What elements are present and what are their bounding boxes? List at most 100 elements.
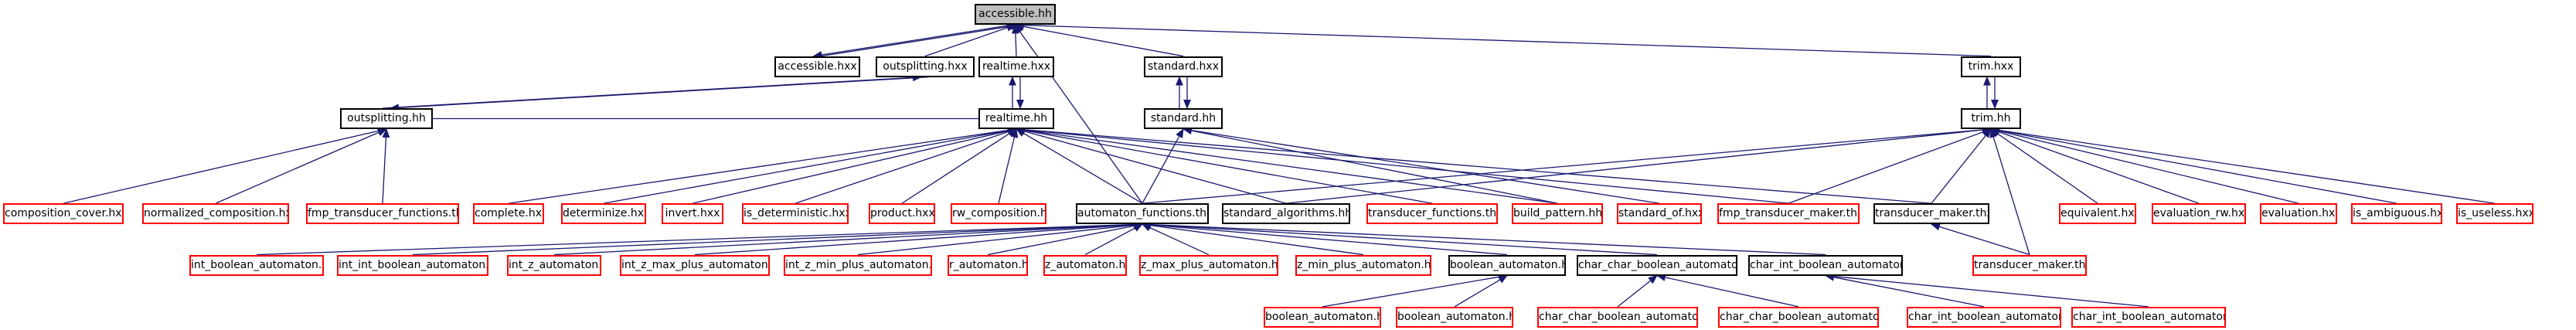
edge-build-pattern-hh-to-realtime-hh bbox=[1016, 126, 1558, 204]
node-composition-cover-hxx[interactable]: composition_cover.hxx bbox=[3, 203, 124, 225]
edge-boolean-automaton-hh-a-to-boolean-automaton-hh bbox=[1322, 273, 1508, 308]
edge-standard-algorithms-hh-to-trim-hh bbox=[1285, 126, 1992, 204]
node-equivalent-hxx[interactable]: equivalent.hxx bbox=[2059, 203, 2136, 225]
node-evaluation-hxx[interactable]: evaluation.hxx bbox=[2260, 203, 2337, 225]
edge-product-hxx-to-realtime-hh bbox=[901, 128, 1017, 204]
node-int-z-automaton-hh[interactable]: int_z_automaton.hh bbox=[507, 254, 601, 276]
edge-fmp-transducer-maker-thxx-to-trim-hh bbox=[1788, 128, 1992, 204]
edge-boolean-automaton-hh-to-automaton-functions-thh bbox=[1142, 221, 1508, 256]
node-standard-hxx[interactable]: standard.hxx bbox=[1144, 56, 1223, 77]
edge-automaton-functions-thh-to-accessible-hh bbox=[1014, 24, 1143, 204]
node-boolean-automaton-hh-b[interactable]: boolean_automaton.hh bbox=[1396, 306, 1513, 328]
node-char-char-boolean-automaton-hh-a[interactable]: char_char_boolean_automaton.hh bbox=[1537, 306, 1698, 328]
node-realtime-hxx[interactable]: realtime.hxx bbox=[978, 56, 1054, 77]
node-determinize-hxx[interactable]: determinize.hxx bbox=[561, 203, 646, 225]
node-int-boolean-automaton-hh[interactable]: int_boolean_automaton.hh bbox=[189, 254, 324, 276]
edge-standard-algorithms-hh-to-realtime-hh bbox=[1016, 128, 1287, 204]
edge-automaton-functions-thh-to-standard-hh bbox=[1142, 128, 1184, 204]
node-realtime-hh[interactable]: realtime.hh bbox=[978, 107, 1054, 129]
edge-int-z-max-plus-automaton-hh-to-automaton-functions-thh bbox=[694, 220, 1143, 256]
edge-int-int-boolean-automaton-hh-to-automaton-functions-thh bbox=[412, 220, 1143, 256]
node-outsplitting-hh[interactable]: outsplitting.hh bbox=[340, 107, 433, 129]
edge-int-boolean-automaton-hh-to-automaton-functions-thh bbox=[256, 220, 1143, 256]
node-int-int-boolean-automaton-hh[interactable]: int_int_boolean_automaton.hh bbox=[337, 254, 488, 276]
edge-z-min-plus-automaton-hh-to-automaton-functions-thh bbox=[1142, 221, 1364, 256]
edge-evaluation-rw-hxx-to-trim-hh bbox=[1990, 128, 2200, 204]
edge-transducer-maker-thxx-to-trim-hh bbox=[1931, 128, 1992, 204]
edge-int-z-min-plus-automaton-hh-to-automaton-functions-thh bbox=[857, 221, 1143, 256]
node-fmp-transducer-maker-thxx[interactable]: fmp_transducer_maker.thxx bbox=[1717, 203, 1860, 225]
edge-equivalent-hxx-to-trim-hh bbox=[1990, 128, 2098, 204]
edge-transducer-functions-thh-to-realtime-hh bbox=[1016, 126, 1433, 204]
node-product-hxx[interactable]: product.hxx bbox=[869, 203, 935, 225]
edge-composition-cover-hxx-to-outsplitting-hh bbox=[63, 127, 387, 204]
edge-accessible-hh-to-accessible-hxx bbox=[812, 24, 1012, 59]
node-standard-hh[interactable]: standard.hh bbox=[1144, 107, 1223, 129]
edge-trim-hxx-to-accessible-hh bbox=[1014, 21, 1992, 57]
edge-z-max-plus-automaton-hh-to-automaton-functions-thh bbox=[1142, 223, 1210, 256]
node-int-z-min-plus-automaton-hh[interactable]: int_z_min_plus_automaton.hh bbox=[784, 254, 932, 276]
node-char-int-boolean-automaton-hh-b[interactable]: char_int_boolean_automaton.hh bbox=[2071, 306, 2226, 328]
node-fmp-transducer-functions-thh[interactable]: fmp_transducer_functions.thh bbox=[306, 203, 459, 225]
node-r-automaton-hh[interactable]: r_automaton.hh bbox=[948, 254, 1028, 276]
node-standard-of-hxx[interactable]: standard_of.hxx bbox=[1617, 203, 1702, 225]
edge-char-int-boolean-automaton-hh-b-to-char-int-boolean-automaton-hh bbox=[1825, 272, 2149, 308]
node-char-char-boolean-automaton-hh-b[interactable]: char_char_boolean_automaton.hh bbox=[1718, 306, 1879, 328]
edge-outsplitting-hh-to-outsplitting-hxx bbox=[382, 73, 922, 109]
edge-char-char-boolean-automaton-hh-b-to-char-char-boolean-automaton-hh bbox=[1656, 274, 1799, 308]
node-trim-hh[interactable]: trim.hh bbox=[1961, 107, 2021, 129]
edge-r-automaton-hh-to-automaton-functions-thh bbox=[987, 222, 1143, 256]
edge-normalized-composition-hxx-to-outsplitting-hh bbox=[215, 128, 387, 204]
node-transducer-maker-thh[interactable]: transducer_maker.thh bbox=[1972, 254, 2087, 276]
edge-build-pattern-hh-to-standard-hh bbox=[1183, 127, 1558, 204]
node-is-ambiguous-hxx[interactable]: is_ambiguous.hxx bbox=[2351, 203, 2442, 225]
node-z-min-plus-automaton-hh[interactable]: z_min_plus_automaton.hh bbox=[1295, 254, 1431, 276]
node-build-pattern-hh[interactable]: build_pattern.hh bbox=[1512, 203, 1603, 225]
node-char-int-boolean-automaton-hh-a[interactable]: char_int_boolean_automaton.hh bbox=[1907, 306, 2061, 328]
node-invert-hxx[interactable]: invert.hxx bbox=[662, 203, 723, 225]
node-boolean-automaton-hh[interactable]: boolean_automaton.hh bbox=[1448, 254, 1566, 276]
edge-is-deterministic-hxx-to-realtime-hh bbox=[795, 128, 1017, 204]
node-boolean-automaton-hh-a[interactable]: boolean_automaton.hh bbox=[1264, 306, 1381, 328]
node-char-char-boolean-automaton-hh[interactable]: char_char_boolean_automaton.hh bbox=[1577, 254, 1737, 276]
edge-char-char-boolean-automaton-hh-to-automaton-functions-thh bbox=[1142, 220, 1658, 256]
edge-boolean-automaton-hh-b-to-boolean-automaton-hh bbox=[1454, 274, 1508, 308]
edge-transducer-maker-thxx-to-realtime-hh bbox=[1016, 125, 1932, 204]
edge-automaton-functions-thh-to-trim-hh bbox=[1142, 125, 1992, 204]
edge-transducer-maker-thh-to-trim-hh bbox=[1989, 128, 2030, 255]
edge-standard-hxx-to-accessible-hh bbox=[1014, 22, 1184, 57]
edge-fmp-transducer-functions-thh-to-outsplitting-hh bbox=[382, 128, 390, 204]
node-outsplitting-hxx[interactable]: outsplitting.hxx bbox=[876, 56, 975, 77]
node-automaton-functions-thh[interactable]: automaton_functions.thh bbox=[1076, 203, 1209, 225]
edge-realtime-hxx-to-accessible-hh bbox=[1011, 24, 1019, 56]
edge-is-ambiguous-hxx-to-trim-hh bbox=[1990, 127, 2397, 204]
edge-z-automaton-hh-to-automaton-functions-thh bbox=[1084, 223, 1143, 256]
node-rw-composition-hxx[interactable]: rw_composition.hxx bbox=[951, 203, 1046, 225]
edge-complete-hxx-to-realtime-hh bbox=[508, 126, 1017, 204]
edge-transducer-maker-thh-to-transducer-maker-thxx bbox=[1931, 223, 2030, 256]
node-is-useless-hxx[interactable]: is_useless.hxx bbox=[2456, 203, 2533, 225]
node-normalized-composition-hxx[interactable]: normalized_composition.hxx bbox=[142, 203, 289, 225]
node-int-z-max-plus-automaton-hh[interactable]: int_z_max_plus_automaton.hh bbox=[620, 254, 770, 276]
node-standard-algorithms-hh[interactable]: standard_algorithms.hh bbox=[1222, 203, 1350, 225]
node-is-deterministic-hxx[interactable]: is_deterministic.hxx bbox=[742, 203, 849, 225]
edge-char-char-boolean-automaton-hh-a-to-char-char-boolean-automaton-hh bbox=[1617, 274, 1658, 308]
node-transducer-functions-thh[interactable]: transducer_functions.thh bbox=[1366, 203, 1498, 225]
node-z-max-plus-automaton-hh[interactable]: z_max_plus_automaton.hh bbox=[1139, 254, 1278, 276]
edge-invert-hxx-to-realtime-hh bbox=[692, 127, 1017, 204]
edge-is-useless-hxx-to-trim-hh bbox=[1990, 126, 2496, 204]
node-trim-hxx[interactable]: trim.hxx bbox=[1961, 56, 2021, 77]
edge-fmp-transducer-maker-thxx-to-realtime-hh bbox=[1016, 126, 1789, 204]
node-evaluation-rw-hxx[interactable]: evaluation_rw.hxx bbox=[2152, 203, 2246, 225]
node-complete-hxx[interactable]: complete.hxx bbox=[473, 203, 544, 225]
edge-accessible-hxx-to-accessible-hh bbox=[821, 22, 1020, 57]
edge-int-z-automaton-hh-to-automaton-functions-thh bbox=[553, 220, 1143, 256]
node-char-int-boolean-automaton-hh[interactable]: char_int_boolean_automaton.hh bbox=[1748, 254, 1903, 276]
node-accessible-hh[interactable]: accessible.hh bbox=[975, 4, 1056, 26]
node-transducer-maker-thxx[interactable]: transducer_maker.thxx bbox=[1873, 203, 1989, 225]
edge-rw-composition-hxx-to-realtime-hh bbox=[998, 128, 1019, 204]
node-z-automaton-hh[interactable]: z_automaton.hh bbox=[1043, 254, 1127, 276]
node-accessible-hxx[interactable]: accessible.hxx bbox=[774, 56, 860, 77]
